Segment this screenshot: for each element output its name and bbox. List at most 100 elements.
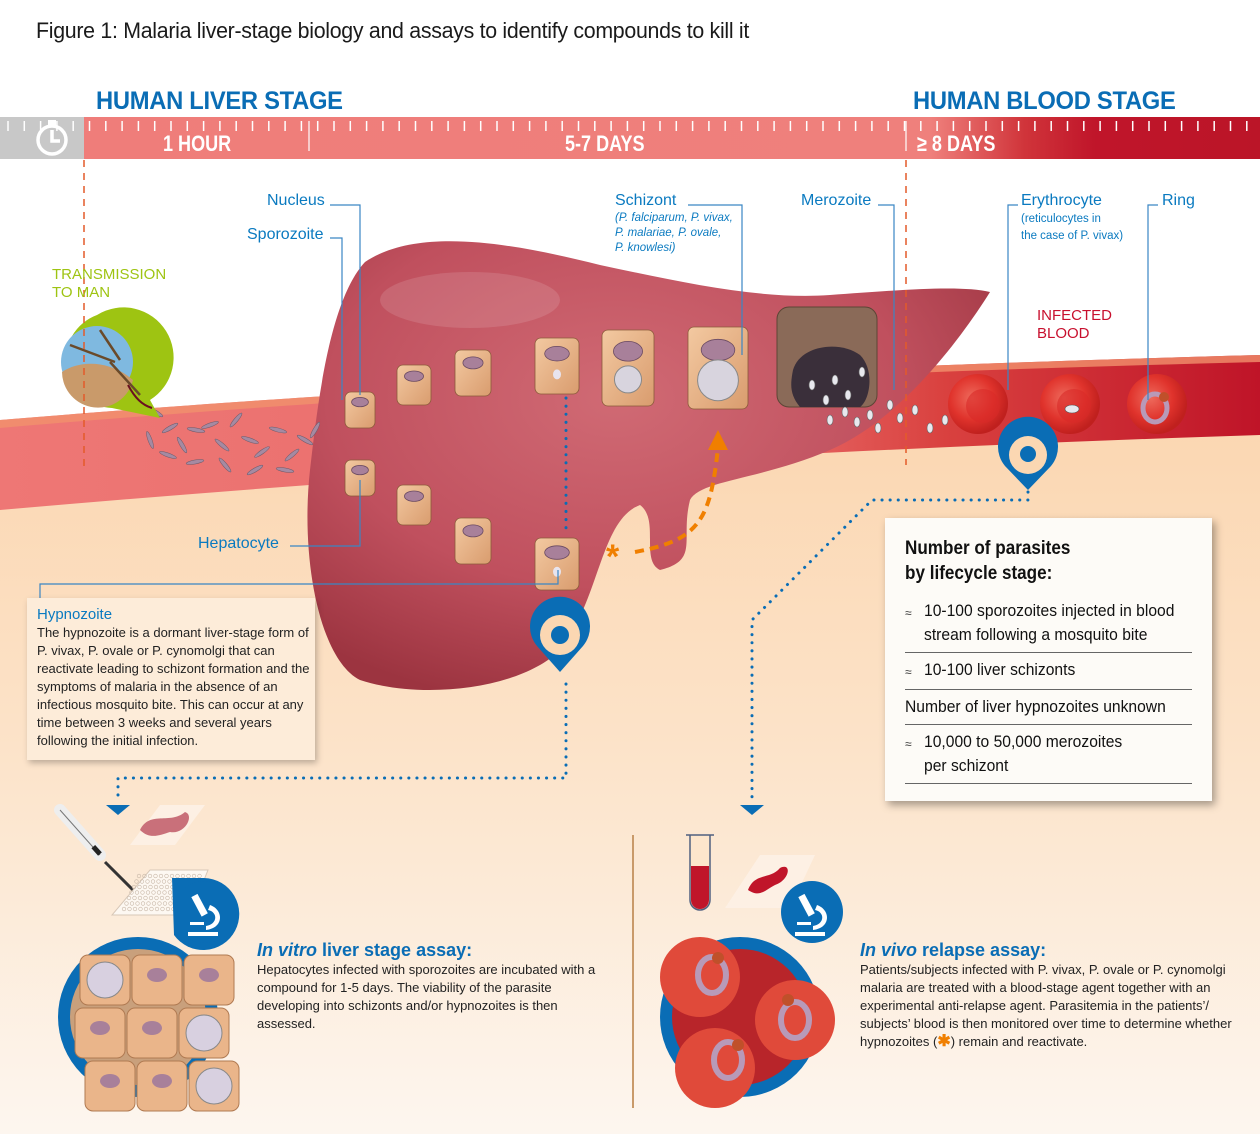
cultured-hepatocyte [183,954,235,1006]
blood-location-pin [998,416,1058,490]
erythrocyte-note-line-2: the case of P. vivax) [1021,230,1124,242]
sporozoite [214,438,230,452]
hepatocyte-cell [534,337,580,395]
in-vivo-assay-description: Patients/subjects infected with P. vivax… [860,961,1255,1051]
schizont-species-line-1: (P. falciparum, P. vivax, [615,212,733,224]
in-vitro-assay-title: In vitro liver stage assay: [257,940,597,961]
cultured-hepatocyte [131,954,183,1006]
in-vivo-assay: In vivo relapse assay: Patients/subjects… [860,940,1255,1051]
sporozoite [254,446,270,458]
sporozoite [309,421,321,439]
merozoite [926,422,934,434]
timeline-marker-5-7-days: 5-7 DAYS [565,131,645,156]
microscope-icon-left [172,878,240,950]
hepatocyte-cell [396,484,432,526]
sporozoite [246,464,264,476]
merozoite [941,414,949,426]
in-vivo-title-rest: relapse assay: [917,940,1047,960]
merozoite-label: Merozoite [801,192,872,209]
erythrocyte-note-line-1: (reticulocytes in [1021,213,1101,225]
assay-connectors [106,490,1030,815]
sporozoite [229,412,243,428]
timeline-marker-8-days: ≥ 8 DAYS [917,131,996,156]
erythrocyte [948,374,1008,434]
hepatocyte-cell [396,364,432,406]
clock-icon [36,120,68,156]
parasite-count-box: Number of parasites by lifecycle stage: … [885,518,1212,801]
infected-blood-line-1: INFECTED [1037,307,1112,324]
approx-icon: ≈ [905,737,912,751]
in-vivo-microscope-view [660,937,835,1108]
sporozoite [159,451,177,459]
merozoite [886,399,894,411]
merozoite [874,422,882,434]
in-vitro-assay: In vitro liver stage assay: Hepatocytes … [257,940,597,1033]
sporozoite [269,426,287,434]
parasite-count-text: 10-100 liver schizonts [924,660,1076,679]
blood-stage-title: HUMAN BLOOD STAGE [913,87,1176,115]
sporozoite [146,431,154,449]
timeline-marker-1-hour: 1 HOUR [163,131,232,156]
parasite-count-title-line-1: Number of parasites [905,538,1071,559]
timeline-stage-segment [84,117,1260,159]
in-vitro-title-italic: In vitro [257,940,318,960]
in-vivo-text-after: ) remain and reactivate. [950,1034,1088,1049]
asterisk-icon: ✱ [937,1033,951,1050]
transmission-label: TRANSMISSION TO MAN [52,266,166,302]
tissue-slide-icon [130,805,205,845]
parasite-count-title: Number of parasites by lifecycle stage: [905,536,1163,586]
hypnozoite-asterisk: * [606,538,620,576]
blood-test-tube-icon [686,834,714,911]
timeline-bar [0,117,1260,159]
merozoite [822,394,830,406]
hepatocyte-cell [687,326,749,410]
cultured-hepatocyte [79,954,131,1006]
hepatocyte-cell [534,537,580,591]
in-vitro-microscope-view [58,937,240,1112]
in-vivo-text-before: Patients/subjects infected with P. vivax… [860,962,1232,1049]
sporozoite [176,436,188,454]
cultured-hepatocyte [178,1007,230,1059]
parasite-count-row: ≈10-100 liver schizonts [905,653,1192,690]
sporozoite [201,421,219,429]
hypnozoite-title: Hypnozoite [37,606,113,623]
sporozoite [186,427,206,433]
nucleus-label: Nucleus [267,192,325,209]
infected-blood-line-2: BLOOD [1037,325,1090,342]
merozoite [826,414,834,426]
merozoite [858,366,866,378]
merozoite [896,412,904,424]
mosquito-bite-icon [61,307,174,418]
approx-icon: ≈ [905,606,912,620]
merozoite [831,374,839,386]
approx-icon: ≈ [905,665,912,679]
sporozoite [218,457,232,473]
timeline-pre-segment [0,117,84,159]
schizont-species-line-3: P. knowlesi) [615,242,676,254]
reactivation-arrow [634,447,720,554]
microscope-icon-right [781,881,843,943]
hepatocyte-label: Hepatocyte [198,535,279,552]
hypnozoite-info-box: Hypnozoite The hypnozoite is a dormant l… [27,598,315,760]
erythrocyte-label: Erythrocyte [1021,192,1102,209]
liver-stage-title: HUMAN LIVER STAGE [96,87,343,115]
sporozoite [241,436,259,444]
schizont-species: (P. falciparum, P. vivax, P. malariae, P… [615,211,733,256]
hepatocyte-cell [454,517,492,565]
parasite-count-row: Number of liver hypnozoites unknown [905,690,1192,725]
in-vivo-title-italic: In vivo [860,940,918,960]
schizont-label: Schizont [615,192,677,209]
schizont-species-line-2: P. malariae, P. ovale, [615,227,722,239]
transmission-line-1: TRANSMISSION [52,266,167,283]
figure-title: Figure 1: Malaria liver-stage biology an… [36,18,750,43]
merozoite [844,389,852,401]
merozoite [866,409,874,421]
hepatocyte-cell [344,459,376,497]
infected-rbc-closeup [660,937,835,1108]
hepatocyte-cell [601,329,655,407]
merozoite [911,404,919,416]
hepatocyte-cell [454,349,492,397]
